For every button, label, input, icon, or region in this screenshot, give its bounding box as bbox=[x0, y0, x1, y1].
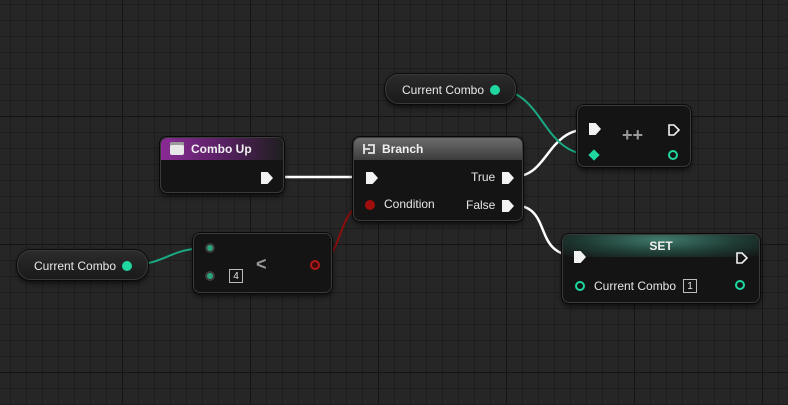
increment-node[interactable]: ++ bbox=[577, 105, 691, 167]
current-combo-output-pin[interactable] bbox=[490, 85, 500, 95]
false-label: False bbox=[466, 198, 496, 212]
exec-wire-true-increment bbox=[511, 127, 591, 179]
set-title: SET bbox=[649, 239, 673, 253]
increment-output-pin[interactable] bbox=[668, 150, 678, 160]
true-exec-out-pin[interactable] bbox=[502, 172, 514, 184]
set-variable-label: Current Combo bbox=[594, 279, 677, 293]
less-than-symbol: < bbox=[256, 254, 267, 274]
increment-symbol: ++ bbox=[622, 125, 644, 145]
current-combo-label: Current Combo bbox=[34, 259, 117, 273]
current-combo-getter-left[interactable]: Current Combo bbox=[17, 250, 148, 280]
set-output-pin[interactable] bbox=[735, 280, 745, 290]
condition-input-pin[interactable] bbox=[365, 200, 375, 210]
set-value-box[interactable]: 1 bbox=[683, 279, 697, 293]
branch-header: Branch bbox=[354, 138, 522, 160]
set-header: SET bbox=[563, 235, 759, 257]
increment-exec-out-pin[interactable] bbox=[668, 123, 681, 136]
true-label: True bbox=[471, 170, 496, 184]
set-value-input-pin[interactable] bbox=[575, 281, 585, 291]
combo-up-event-node[interactable]: Combo Up bbox=[160, 137, 284, 193]
condition-label: Condition bbox=[384, 197, 435, 211]
increment-exec-in-pin[interactable] bbox=[589, 123, 601, 135]
set-current-combo-node[interactable]: SET Current Combo 1 bbox=[562, 234, 760, 303]
branch-title: Branch bbox=[382, 142, 424, 156]
branch-exec-in-pin[interactable] bbox=[366, 172, 378, 184]
branch-node[interactable]: Branch Condition True False bbox=[353, 137, 523, 221]
increment-input-pin[interactable] bbox=[588, 149, 600, 161]
false-exec-out-pin[interactable] bbox=[502, 200, 514, 212]
less-than-b-pin[interactable] bbox=[205, 271, 215, 281]
less-than-b-value[interactable]: 4 bbox=[229, 269, 243, 283]
current-combo-getter-top[interactable]: Current Combo bbox=[385, 74, 516, 104]
less-than-node[interactable]: 4 < bbox=[193, 233, 332, 293]
branch-icon bbox=[363, 144, 375, 154]
set-exec-out-pin[interactable] bbox=[736, 251, 749, 264]
combo-up-title: Combo Up bbox=[191, 142, 252, 156]
less-than-a-pin[interactable] bbox=[205, 243, 215, 253]
current-combo-output-pin[interactable] bbox=[122, 261, 132, 271]
combo-up-exec-out-pin[interactable] bbox=[261, 172, 273, 184]
combo-up-header: Combo Up bbox=[161, 138, 283, 160]
event-icon bbox=[170, 142, 184, 155]
current-combo-label: Current Combo bbox=[402, 83, 485, 97]
less-than-output-pin[interactable] bbox=[310, 260, 320, 270]
set-exec-in-pin[interactable] bbox=[574, 251, 586, 263]
